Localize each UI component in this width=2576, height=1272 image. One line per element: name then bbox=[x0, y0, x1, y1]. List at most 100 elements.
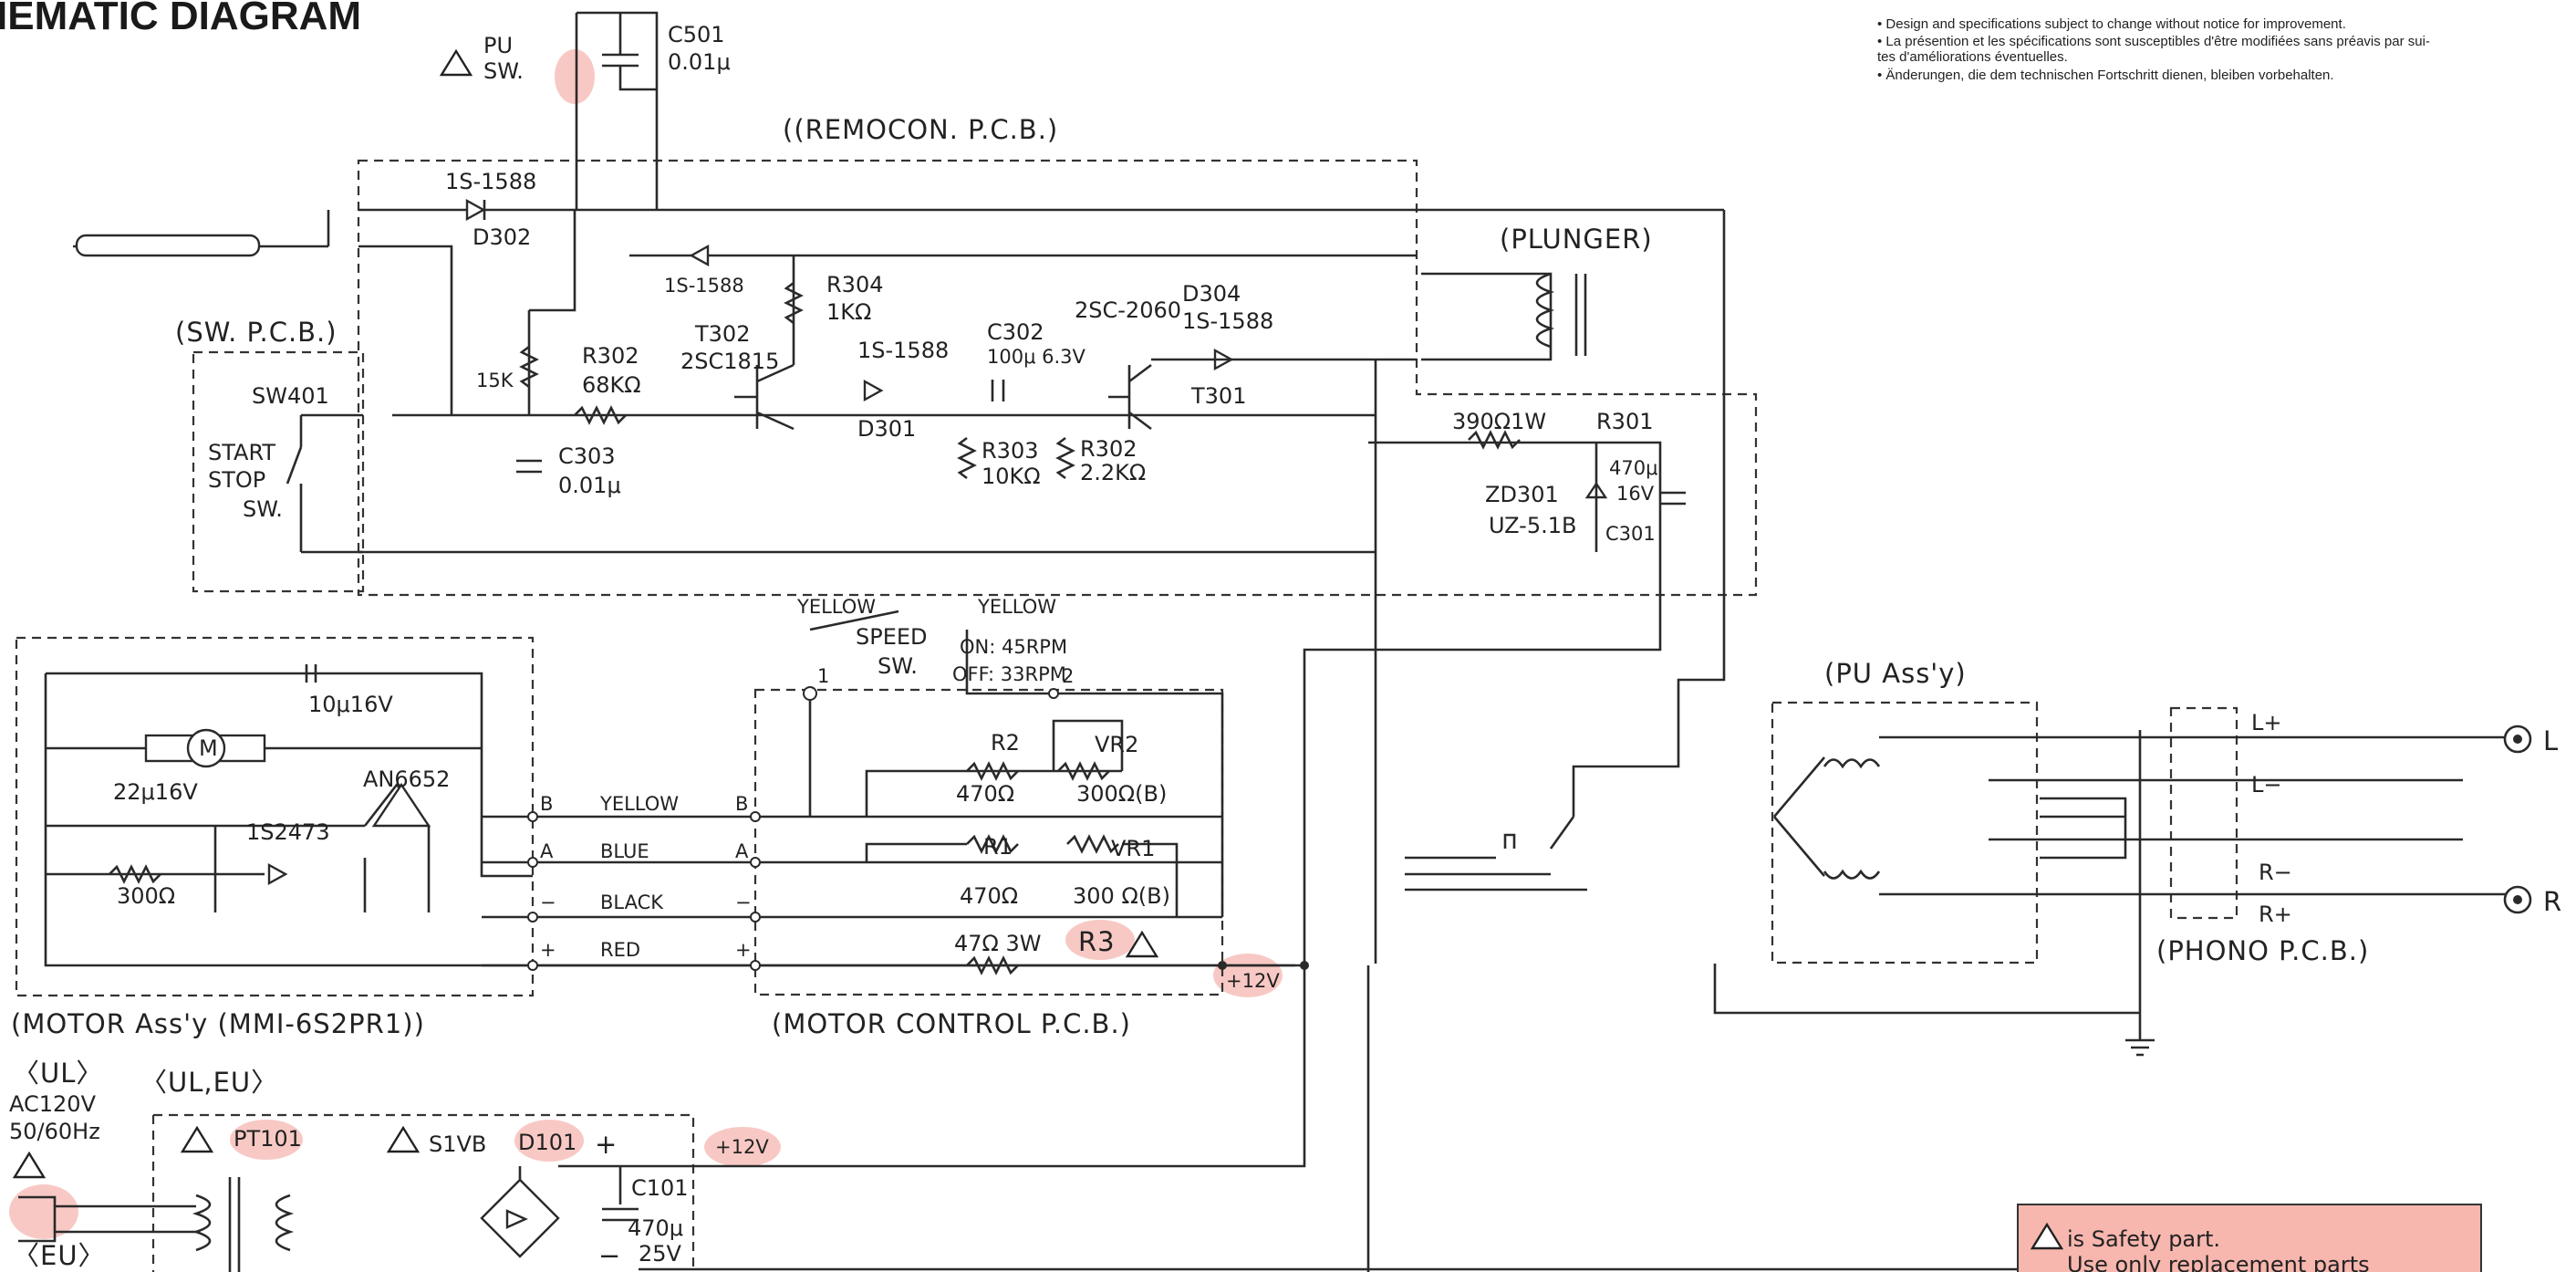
motor-top-rail bbox=[46, 672, 533, 878]
remocon-wiring bbox=[73, 11, 1724, 964]
node-b-left bbox=[527, 811, 538, 822]
node-plus-right bbox=[750, 960, 761, 971]
c501-label: C501 bbox=[668, 22, 725, 47]
plus12v-motor-label: +12V bbox=[1226, 970, 1280, 992]
vr2-label: VR2 bbox=[1095, 732, 1138, 757]
ul-label: 〈UL〉 bbox=[13, 1058, 103, 1089]
motor-control-label: (MOTOR CONTROL P.C.B.) bbox=[772, 1008, 1131, 1039]
sw-pcb-boundary bbox=[192, 350, 365, 593]
node-minus-left bbox=[527, 912, 538, 923]
wire-red-name: RED bbox=[600, 939, 640, 961]
motor-m-label: M bbox=[199, 735, 218, 761]
plunger-leads bbox=[1151, 254, 1417, 964]
mains-leads bbox=[55, 1204, 196, 1234]
t302-label: T302 bbox=[694, 321, 750, 347]
spec-notes: • Design and specifications subject to c… bbox=[1877, 16, 2430, 83]
r301-label: R301 bbox=[1596, 409, 1653, 434]
safety-legend-line-2: Use only replacement parts bbox=[2067, 1252, 2370, 1272]
plunger-core bbox=[1574, 274, 1587, 356]
r301-value: 390Ω1W bbox=[1452, 409, 1546, 434]
t301-label: T301 bbox=[1190, 383, 1246, 409]
motor-wiring bbox=[44, 664, 1304, 971]
r2-label: R2 bbox=[991, 730, 1020, 756]
speed-pin2-node bbox=[1048, 688, 1059, 699]
plunger-coil-icon bbox=[1535, 272, 1555, 349]
is2473-label: 1S2473 bbox=[246, 819, 330, 845]
r1-vr1-wiring bbox=[865, 842, 1179, 917]
yellow-right-label: YELLOW bbox=[977, 596, 1056, 618]
output-l-pin bbox=[2513, 735, 2522, 744]
pt101-highlight bbox=[230, 1120, 303, 1160]
supply-riser bbox=[1303, 552, 1662, 965]
sw-pcb-wiring bbox=[286, 413, 363, 554]
c10u-label: 10μ16V bbox=[308, 692, 393, 717]
amp-wiring bbox=[46, 782, 431, 912]
t302-transistor-icon bbox=[734, 363, 795, 431]
wire-labels: B YELLOW B A BLUE A − BLACK − + RED + bbox=[540, 793, 752, 961]
safety-legend: is Safety part. Use only replacement par… bbox=[2017, 1204, 2482, 1272]
wire-black-left: − bbox=[540, 891, 556, 913]
plug-warning-icon bbox=[12, 1151, 47, 1179]
tonearm-icon bbox=[1405, 856, 1587, 891]
r1-value: 470Ω bbox=[960, 883, 1018, 909]
motor-control-boundary bbox=[753, 688, 1224, 996]
tonearm-lead bbox=[1549, 210, 1726, 850]
mains-plug-icon bbox=[18, 1195, 57, 1243]
pu-assy-label: (PU Ass'y) bbox=[1824, 658, 1967, 689]
c303-capacitor-icon bbox=[516, 459, 542, 474]
speed-pin1-node bbox=[803, 686, 817, 701]
phono-bridge bbox=[2040, 797, 2127, 860]
pt101-label: PT101 bbox=[234, 1126, 302, 1152]
c501-value: 0.01μ bbox=[668, 49, 731, 75]
r303-label: R303 bbox=[982, 438, 1038, 464]
speed-on-label: ON: 45RPM bbox=[960, 636, 1067, 658]
speed-off-label: OFF: 33RPM bbox=[952, 663, 1066, 685]
d301-diode-icon bbox=[863, 379, 884, 402]
speed-pin1-label: 1 bbox=[817, 665, 829, 687]
motor-m-icon bbox=[186, 728, 226, 768]
t302-type: 2SC1815 bbox=[680, 349, 779, 374]
r304-resistor-icon bbox=[784, 281, 804, 325]
part-labels: PU SW. C501 0.01μ 1S-1588 D302 1S-1588 R… bbox=[9, 22, 2562, 1271]
r303-resistor-icon bbox=[957, 436, 977, 480]
note-line-1: • Design and specifications subject to c… bbox=[1877, 16, 2346, 32]
pt101-transformer-icon bbox=[192, 1177, 295, 1272]
pu-sw-warning-icon bbox=[439, 48, 473, 77]
bridge-diode-icon bbox=[505, 1209, 528, 1229]
remocon-pcb-label: ((REMOCON. P.C.B.) bbox=[783, 114, 1058, 145]
minus-label: − bbox=[598, 1240, 621, 1271]
r300-resistor-icon bbox=[109, 864, 161, 884]
plus12v-power-label: +12V bbox=[715, 1136, 769, 1158]
d101-highlight bbox=[514, 1120, 584, 1162]
node-plus-left bbox=[527, 960, 538, 971]
plus12v-node bbox=[1218, 961, 1227, 970]
sw-pcb-label: (SW. P.C.B.) bbox=[175, 317, 338, 348]
start-label: START bbox=[208, 440, 275, 465]
d302-diode-icon bbox=[465, 198, 486, 222]
c10u-capacitor-icon bbox=[305, 664, 317, 683]
r3-value: 47Ω 3W bbox=[954, 931, 1042, 956]
sw401-leads bbox=[299, 413, 363, 554]
r302b-resistor-icon bbox=[1055, 436, 1075, 480]
c101-voltage: 25V bbox=[639, 1241, 682, 1267]
wire-yellow-name: YELLOW bbox=[599, 793, 679, 815]
r302-resistor-icon bbox=[574, 405, 627, 425]
phono-l-minus: L− bbox=[2251, 772, 2281, 798]
is2473-diode-icon bbox=[267, 862, 288, 886]
r302-value: 68KΩ bbox=[582, 372, 641, 398]
motor-assy-boundary bbox=[15, 636, 535, 997]
sw-label: SW. bbox=[243, 496, 283, 522]
block-labels: ((REMOCON. P.C.B.) (PLUNGER) (SW. P.C.B.… bbox=[11, 114, 2368, 1039]
c301-voltage: 16V bbox=[1616, 483, 1655, 505]
top-diode-icon bbox=[689, 244, 710, 267]
pu-sw-label-2: SW. bbox=[483, 58, 524, 84]
wire-red-right: + bbox=[735, 939, 752, 961]
d304-type: 1S-1588 bbox=[1182, 308, 1273, 334]
motor-control-wiring bbox=[803, 552, 1662, 1272]
r304-label: R304 bbox=[826, 272, 883, 297]
power-pcb-boundary bbox=[151, 1113, 695, 1272]
is1588b-label: 1S-1588 bbox=[445, 169, 536, 194]
output-r-label: R bbox=[2543, 886, 2562, 917]
node-a-left bbox=[527, 857, 538, 868]
